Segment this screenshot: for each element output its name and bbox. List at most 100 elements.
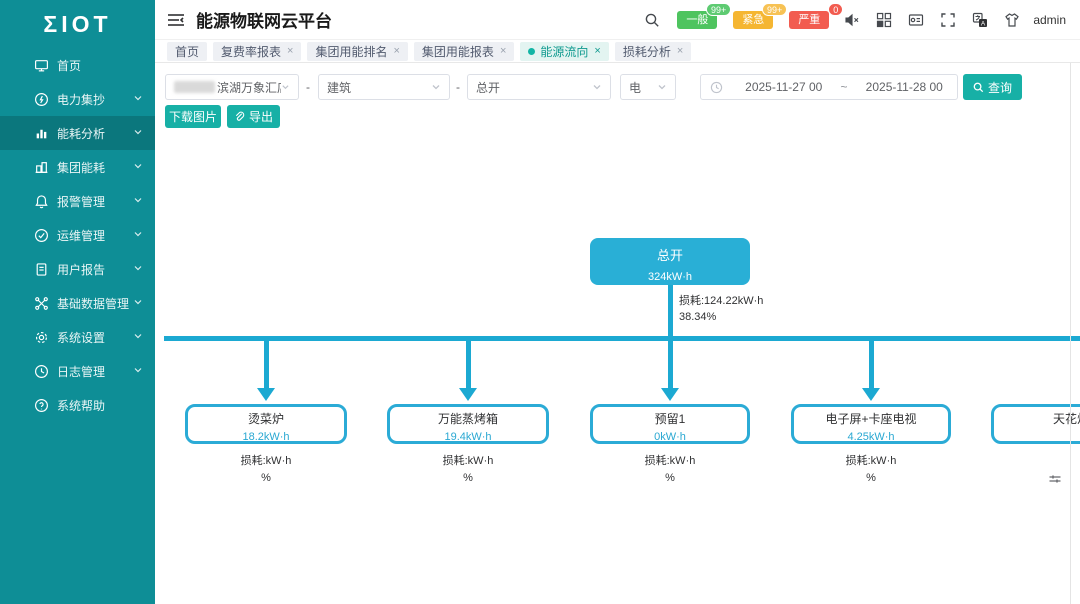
chevron-down-icon — [134, 334, 142, 339]
download-image-button[interactable]: 下载图片 — [165, 105, 221, 128]
sidebar-item-group-energy[interactable]: 集团能耗 — [0, 150, 155, 184]
leaf-node-value: 19.4kW·h — [444, 431, 492, 443]
date-range-picker[interactable]: 2025-11-27 00 ~ 2025-11-28 00 — [700, 74, 958, 100]
arrow-down-icon — [459, 388, 477, 401]
chevron-down-icon — [134, 130, 142, 135]
sidebar-item-base-data[interactable]: 基础数据管理 — [0, 286, 155, 320]
fullscreen-icon[interactable] — [939, 11, 957, 29]
chevron-down-icon — [432, 85, 440, 90]
sidebar-item-label: 电力集抄 — [57, 92, 106, 107]
chevron-down-icon — [658, 85, 666, 90]
alarm-count-badge: 0 — [828, 2, 844, 16]
alarm-level-normal-badge[interactable]: 一般 99+ — [677, 2, 732, 29]
close-icon[interactable]: × — [393, 44, 400, 57]
chevron-down-icon — [134, 266, 142, 271]
leaf-node-value: 18.2kW·h — [242, 431, 290, 443]
sidebar-item-operations[interactable]: 运维管理 — [0, 218, 155, 252]
filter-separator: - — [306, 80, 310, 94]
close-icon[interactable]: × — [499, 44, 507, 57]
alarm-bell-icon — [34, 194, 49, 209]
leaf-loss-label: 损耗:kW·h % — [589, 453, 751, 487]
tab-loss-analysis[interactable]: 损耗分析× — [614, 41, 692, 61]
theme-shirt-icon[interactable] — [1003, 11, 1021, 29]
tab-energy-flow[interactable]: 能源流向× — [520, 41, 609, 61]
home-icon — [34, 58, 49, 73]
alarm-count-badge: 99+ — [706, 2, 732, 16]
leaf-node-label: 烫菜炉 — [247, 412, 284, 426]
tab-group-report[interactable]: 集团用能报表× — [413, 41, 515, 61]
diagram-leaf-node[interactable]: 烫菜炉 18.2kW·h — [185, 404, 347, 444]
sidebar-item-label: 集团能耗 — [57, 160, 106, 175]
export-button-label: 导出 — [248, 110, 273, 124]
close-icon[interactable]: × — [676, 44, 684, 57]
sidebar-item-system-help[interactable]: 系统帮助 — [0, 388, 155, 422]
sidebar-item-energy-analysis[interactable]: 能耗分析 — [0, 116, 155, 150]
top-header: 能源物联网云平台 一般 99+ 紧急 99+ 严重 0 A admin — [155, 0, 1080, 40]
tab-home[interactable]: 首页 — [167, 41, 208, 61]
scrollbar-track[interactable] — [1070, 63, 1071, 604]
diagram-leaf-node[interactable]: 万能蒸烤箱 19.4kW·h — [387, 404, 549, 444]
diagram-leaf-node[interactable]: 预留1 0kW·h — [590, 404, 750, 444]
sliders-adjust-icon[interactable] — [1048, 472, 1062, 486]
close-icon[interactable]: × — [594, 44, 601, 57]
alarm-level-label: 严重 — [798, 13, 821, 26]
chevron-down-icon — [134, 232, 142, 237]
leaf-loss-label: 损耗:kW·h % — [387, 453, 549, 487]
sidebar-item-label: 日志管理 — [57, 364, 106, 379]
sidebar-item-power-reading[interactable]: 电力集抄 — [0, 82, 155, 116]
store-select[interactable]: 滨湖万象汇店 — [165, 74, 299, 100]
mute-icon[interactable] — [843, 11, 861, 29]
log-clock-icon — [34, 364, 49, 379]
clock-icon — [710, 81, 723, 93]
node-select[interactable]: 总开 — [467, 74, 611, 100]
user-menu[interactable]: admin — [1033, 12, 1066, 27]
sidebar-item-label: 系统帮助 — [57, 398, 106, 413]
sidebar-item-label: 报警管理 — [57, 194, 106, 209]
sidebar-item-label: 基础数据管理 — [57, 296, 130, 311]
arrow-down-icon — [862, 388, 880, 401]
redaction-blur — [174, 81, 215, 93]
alarm-level-severe-badge[interactable]: 严重 0 — [789, 2, 844, 29]
arrow-down-icon — [661, 388, 679, 401]
date-start-value[interactable]: 2025-11-27 00 — [745, 80, 823, 94]
leaf-loss-percent: % — [261, 472, 271, 484]
chevron-down-icon — [134, 300, 142, 305]
tab-rate-report[interactable]: 复费率报表× — [213, 41, 302, 61]
sidebar-item-label: 运维管理 — [57, 228, 106, 243]
export-button[interactable]: 导出 — [227, 105, 280, 128]
leaf-loss-value: 损耗:kW·h — [442, 455, 494, 467]
energy-analysis-icon — [34, 126, 49, 141]
sidebar-item-alarm-management[interactable]: 报警管理 — [0, 184, 155, 218]
apps-grid-icon[interactable] — [875, 11, 893, 29]
tab-group-ranking[interactable]: 集团用能排名 × — [307, 41, 408, 61]
close-icon[interactable]: × — [287, 44, 294, 57]
active-tab-dot — [528, 47, 536, 55]
sidebar-item-home[interactable]: 首页 — [0, 48, 155, 82]
search-icon — [973, 82, 984, 92]
diagram-root-node[interactable]: 总开 324kW·h — [590, 238, 750, 285]
leaf-loss-percent: % — [665, 472, 675, 484]
leaf-node-value: 0kW·h — [654, 431, 686, 443]
diagram-leaf-node[interactable]: 电子屏+卡座电视 4.25kW·h — [791, 404, 951, 444]
leaf-loss-percent: % — [463, 472, 473, 484]
diagram-leaf-node[interactable]: 天花灯 — [991, 404, 1080, 444]
building-select[interactable]: 建筑 — [318, 74, 450, 100]
sidebar-item-system-settings[interactable]: 系统设置 — [0, 320, 155, 354]
tab-label: 集团用能排名 — [315, 44, 388, 59]
root-node-label: 总开 — [656, 248, 683, 263]
sidebar-item-user-report[interactable]: 用户报告 — [0, 252, 155, 286]
collapse-sidebar-icon[interactable] — [166, 10, 186, 30]
query-button[interactable]: 查询 — [963, 74, 1022, 100]
sidebar-item-log-management[interactable]: 日志管理 — [0, 354, 155, 388]
date-end-value[interactable]: 2025-11-28 00 — [865, 80, 943, 94]
root-loss-percent: 38.34% — [679, 311, 717, 323]
leaf-loss-percent: % — [866, 472, 876, 484]
tabs-bar: 首页 复费率报表× 集团用能排名 × 集团用能报表× 能源流向× 损耗分析× — [155, 40, 1080, 63]
translate-icon[interactable]: A — [971, 11, 989, 29]
energy-type-select[interactable]: 电 — [620, 74, 676, 100]
power-meter-icon — [34, 92, 49, 107]
big-screen-icon[interactable] — [907, 11, 925, 29]
alarm-level-urgent-badge[interactable]: 紧急 99+ — [733, 2, 788, 29]
search-icon[interactable] — [643, 11, 661, 29]
